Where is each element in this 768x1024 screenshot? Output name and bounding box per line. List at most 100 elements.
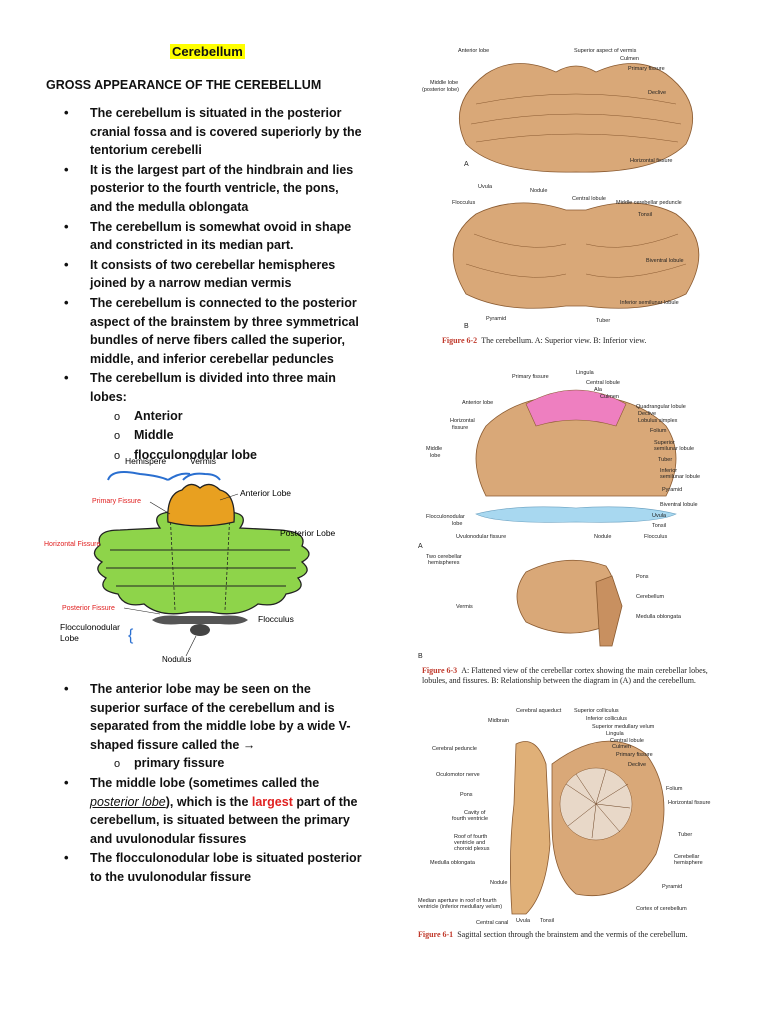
list-item-text: The anterior lobe may be seen on the sup… bbox=[90, 682, 351, 752]
fissure-sublist: primary fissure bbox=[90, 754, 364, 773]
diagram-label-flocculus: Flocculus bbox=[258, 614, 294, 624]
sublist-item: primary fissure bbox=[90, 754, 364, 773]
bullet-list-2: The anterior lobe may be seen on the sup… bbox=[64, 680, 364, 888]
fig61-label: Cerebral aqueduct bbox=[516, 708, 562, 714]
figure-6-3: Primary fissure Lingula Central lobule A… bbox=[418, 370, 700, 660]
caption-text: lobules, and fissures. B: Relationship b… bbox=[422, 676, 696, 685]
fig63-label: A bbox=[418, 543, 423, 550]
vermis-lines bbox=[169, 511, 231, 611]
fig63-label: Vermis bbox=[456, 604, 473, 610]
fig63-label: Horizontal bbox=[450, 418, 475, 424]
flocculonodular-brace: { bbox=[128, 627, 134, 644]
fig61-label: Medulla oblongata bbox=[430, 860, 476, 866]
fig63-label: Flocculus bbox=[644, 534, 667, 540]
caption-number: Figure 6-1 bbox=[418, 930, 454, 939]
fig61-label: Declive bbox=[628, 762, 646, 768]
flocculonodular-shape bbox=[152, 615, 248, 625]
fig63-label: Tuber bbox=[658, 457, 672, 463]
fig63-label: Nodule bbox=[594, 534, 611, 540]
fig63-label: semilunar lobule bbox=[660, 474, 700, 480]
fig61-label: Inferior colliculus bbox=[586, 716, 627, 722]
page-title: Cerebellum bbox=[170, 44, 245, 59]
fig63-label: Culmen bbox=[600, 394, 619, 400]
fig62-label: B bbox=[464, 323, 469, 330]
figure-6-1-caption: Figure 6-1 Sagittal section through the … bbox=[418, 930, 688, 939]
fig63-label: Folium bbox=[650, 428, 667, 434]
fig63-label: Biventral lobule bbox=[660, 502, 698, 508]
fig63-label: Superior bbox=[654, 440, 675, 446]
fig63-label: Medulla oblongata bbox=[636, 614, 682, 620]
fig61-label: fourth ventricle bbox=[452, 816, 488, 822]
fig63-label: Middle bbox=[426, 446, 442, 452]
fig63-label: Two cerebellar bbox=[426, 554, 462, 560]
list-item-text: The cerebellum is divided into three mai… bbox=[90, 371, 336, 404]
list-item: The middle lobe (sometimes called the po… bbox=[64, 774, 364, 848]
fig62-label: Nodule bbox=[530, 188, 547, 194]
fig62-label: Declive bbox=[648, 90, 666, 96]
fig61-label: ventricle (inferior medullary velum) bbox=[418, 904, 502, 910]
diagram-label-flocculonodular: Flocculonodular bbox=[60, 622, 120, 632]
fig63-label: Pons bbox=[636, 574, 649, 580]
fig62-label: Tonsil bbox=[638, 212, 652, 218]
fig61-label: Cerebral peduncle bbox=[432, 746, 477, 752]
fig62-label: (posterior lobe) bbox=[422, 87, 459, 93]
flocculonodular-blue bbox=[475, 506, 677, 523]
fig63-label: Cerebellum bbox=[636, 594, 665, 600]
text-run: ), which is the bbox=[165, 794, 252, 809]
fig61-label: Cavity of bbox=[464, 810, 486, 816]
list-item: It is the largest part of the hindbrain … bbox=[64, 161, 364, 217]
fig63-label: Uvulonodular fissure bbox=[456, 534, 506, 540]
diagram-label-hemisphere: Hemispere bbox=[125, 456, 166, 466]
diagram-label-flocculonodular-lobe: Lobe bbox=[60, 633, 79, 643]
fig61-label: Tonsil bbox=[540, 918, 554, 924]
fig61-label: Pyramid bbox=[662, 884, 682, 890]
diagram-label-posterior-lobe: Posterior Lobe bbox=[280, 528, 336, 538]
sublist-item: Middle bbox=[90, 426, 364, 445]
fig63-label: semilunar lobule bbox=[654, 446, 694, 452]
text-run-red: largest bbox=[251, 794, 293, 809]
text-run: The middle lobe (sometimes called the bbox=[90, 775, 320, 790]
fig61-label: Culmen bbox=[612, 744, 631, 750]
diagram-label-horizontal-fissure: Horizontal Fissure bbox=[44, 541, 101, 548]
fig61-label: Central lobule bbox=[610, 738, 644, 744]
fig62-label: Anterior lobe bbox=[458, 48, 489, 54]
fig61-label: Cerebellar bbox=[674, 854, 700, 860]
caption-text: A: Flattened view of the cerebellar cort… bbox=[461, 666, 708, 675]
diagram-label-anterior-lobe: Anterior Lobe bbox=[240, 488, 291, 498]
sublist-item: flocculonodular lobe bbox=[90, 446, 364, 465]
fig61-label: Median aperture in roof of fourth bbox=[418, 898, 497, 904]
list-item: The cerebellum is divided into three mai… bbox=[64, 369, 364, 465]
diagram-label-vermis: Vermis bbox=[190, 456, 216, 466]
text-run: part of the cerebellum, is situated betw… bbox=[90, 794, 358, 846]
fig63-label: lobe bbox=[452, 521, 462, 527]
fig61-label: Superior medullary velum bbox=[592, 724, 655, 730]
fig63-label: Central lobule bbox=[586, 380, 620, 386]
caption-text: The cerebellum. A: Superior view. B: Inf… bbox=[481, 336, 647, 345]
fig63-label: Lobulus simplex bbox=[638, 418, 678, 424]
hemisphere-brace bbox=[107, 471, 191, 481]
brainstem-b-shape bbox=[595, 575, 623, 647]
vermis-brace bbox=[182, 472, 221, 481]
fig63-label: B bbox=[418, 653, 423, 660]
text-run-italic: posterior lobe bbox=[90, 794, 166, 809]
fig61-label: Superior colliculus bbox=[574, 708, 619, 714]
brainstem-shape bbox=[510, 741, 551, 915]
figure-6-2-caption: Figure 6-2 The cerebellum. A: Superior v… bbox=[442, 336, 646, 345]
lobe-diagram: Hemispere Vermis Anterior Lobe Posterior… bbox=[44, 456, 336, 664]
fig61-label: choroid plexus bbox=[454, 846, 490, 852]
inferior-view-shape bbox=[452, 202, 700, 309]
fig61-label: Lingula bbox=[606, 731, 625, 737]
nodulus-shape bbox=[190, 624, 210, 636]
fig63-label: lobe bbox=[430, 453, 440, 459]
anterior-lobe-shape bbox=[167, 483, 235, 527]
diagram-label-nodulus: Nodulus bbox=[162, 655, 191, 664]
fig63-label: Inferior bbox=[660, 468, 677, 474]
fig61-label: Central canal bbox=[476, 920, 508, 926]
superior-view-shape bbox=[459, 63, 693, 173]
caption-text: Sagittal section through the brainstem a… bbox=[457, 930, 688, 939]
fig61-label: Uvula bbox=[516, 918, 531, 924]
fig63-label: Anterior lobe bbox=[462, 400, 493, 406]
fig62-label: Central lobule bbox=[572, 196, 606, 202]
fig63-label: Uvula bbox=[652, 513, 667, 519]
fig61-label: Pons bbox=[460, 792, 473, 798]
